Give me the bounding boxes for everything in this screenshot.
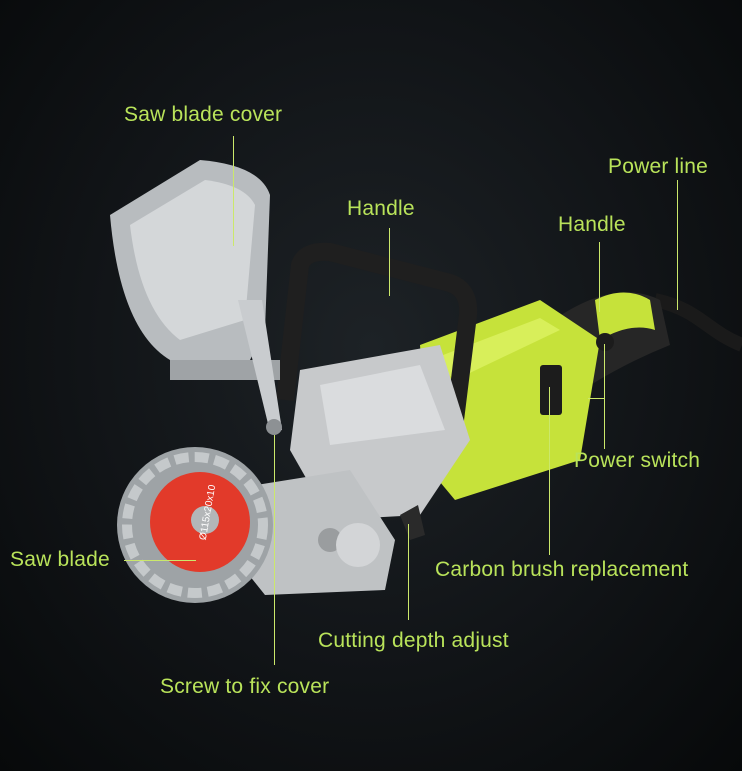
depth-adjust-lever [400,505,425,540]
leader-handle-top [389,228,390,296]
label-cutting-depth: Cutting depth adjust [318,629,509,652]
label-screw-cover: Screw to fix cover [160,675,330,698]
power-cord [653,293,742,352]
leader-power-switch-h [588,398,604,399]
leader-power-line [677,180,678,310]
cover-screw [266,419,282,435]
label-power-line: Power line [608,155,709,178]
leader-power-switch-v [604,344,605,449]
label-power-switch: Power switch [574,449,701,472]
top-handle [276,242,478,422]
label-handle-rear: Handle [558,213,626,236]
leader-cutting-depth [408,524,409,620]
label-carbon-brush: Carbon brush replacement [435,558,689,581]
carbon-brush-cap [540,365,562,415]
label-saw-blade-cover: Saw blade cover [124,103,283,126]
cover-bracket [238,300,282,432]
leader-handle-rear [599,242,600,312]
label-handle-top: Handle [347,197,415,220]
label-saw-blade: Saw blade [10,548,110,571]
power-switch [596,333,614,351]
leader-screw-cover [274,435,275,665]
leader-saw-blade-cover [233,136,234,246]
leader-saw-blade [124,560,196,561]
leader-carbon-brush [549,387,550,555]
